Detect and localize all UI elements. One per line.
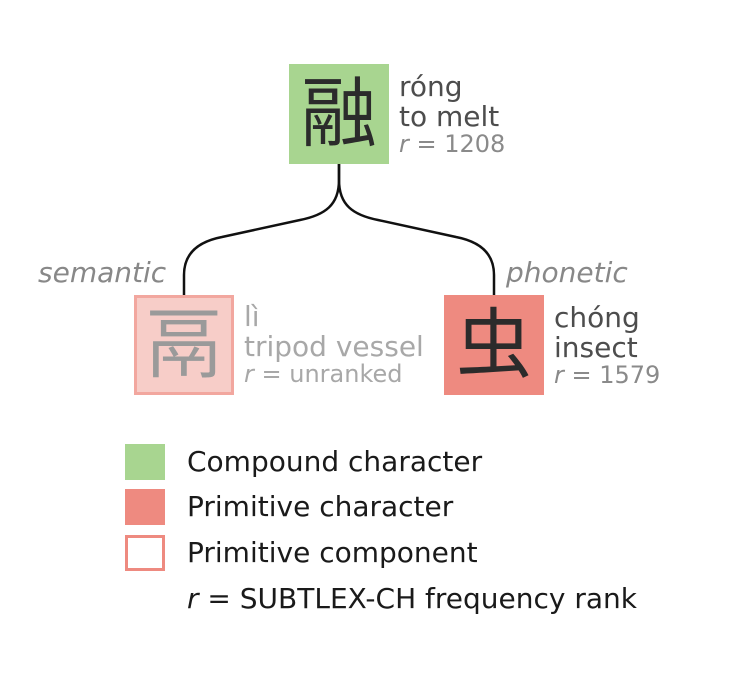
compound-character-box: 融: [289, 64, 389, 164]
semantic-rank-value: = unranked: [253, 360, 403, 389]
legend-rank-desc: = SUBTLEX-CH frequency rank: [198, 582, 638, 615]
semantic-rank-var: r: [244, 360, 254, 389]
legend-label-component: Primitive component: [187, 536, 478, 569]
compound-character-glyph: 融: [301, 69, 377, 158]
compound-meaning: to melt: [399, 100, 500, 134]
legend-rank-var: r: [187, 582, 199, 615]
phonetic-meaning: insect: [554, 331, 638, 365]
phonetic-pinyin: chóng: [554, 301, 640, 334]
semantic-pinyin: lì: [244, 300, 260, 333]
phonetic-character-box: 虫: [444, 295, 544, 395]
semantic-component-box: 鬲: [134, 295, 234, 395]
semantic-meaning: tripod vessel: [244, 330, 424, 364]
phonetic-role-label: phonetic: [506, 256, 628, 289]
legend-swatch-primitive: [125, 489, 165, 525]
phonetic-character-glyph: 虫: [456, 300, 532, 389]
semantic-component-info: lì tripod vessel r = unranked: [244, 300, 424, 388]
semantic-rank: r = unranked: [244, 362, 424, 388]
phonetic-rank-value: = 1579: [563, 361, 661, 390]
phonetic-character-info: chóng insect r = 1579: [554, 301, 660, 389]
compound-pinyin: róng: [399, 70, 463, 103]
phonetic-rank: r = 1579: [554, 363, 660, 389]
legend-label-rank: r = SUBTLEX-CH frequency rank: [187, 581, 637, 617]
semantic-role-label: semantic: [38, 256, 167, 289]
legend-label-compound: Compound character: [187, 445, 483, 478]
legend-label-primitive: Primitive character: [187, 490, 454, 523]
compound-character-info: róng to melt r = 1208: [399, 70, 505, 158]
compound-rank: r = 1208: [399, 132, 505, 158]
connector-to-semantic: [182, 164, 341, 296]
legend-swatch-compound: [125, 444, 165, 480]
phonetic-rank-var: r: [554, 361, 564, 390]
semantic-component-glyph: 鬲: [146, 300, 222, 389]
connector-to-phonetic: [337, 164, 496, 296]
compound-rank-value: = 1208: [408, 130, 506, 159]
legend-swatch-component: [125, 535, 165, 571]
compound-rank-var: r: [399, 130, 409, 159]
